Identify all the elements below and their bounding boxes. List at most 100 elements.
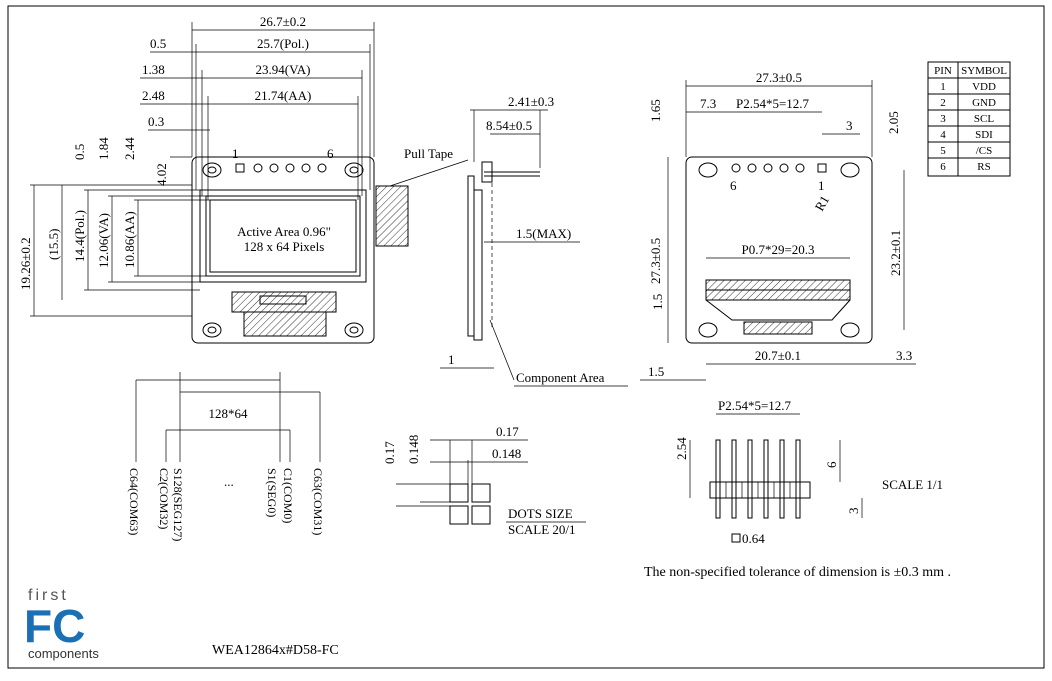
table-cell: 3 xyxy=(940,113,946,125)
header-dim-2-54: 2.54 xyxy=(674,437,689,460)
dim-26-7: 26.7±0.2 xyxy=(260,14,306,29)
table-cell: GND xyxy=(972,97,996,109)
pin-hole xyxy=(253,163,263,173)
radius-label: R1 xyxy=(812,193,833,214)
dim-8-54: 8.54±0.5 xyxy=(486,118,532,133)
pin-table: PIN SYMBOL 1 VDD 2 GND 3 SCL 4 SDI 5 /CS… xyxy=(927,61,1011,177)
header-pitch: P2.54*5=12.7 xyxy=(718,398,792,413)
active-area-pixels: 128 x 64 Pixels xyxy=(244,239,325,254)
visible-area-outline xyxy=(205,195,361,277)
back-dim-27-3-vertical: 27.3±0.5 xyxy=(648,238,663,284)
back-dim-23-2: 23.2±0.1 xyxy=(888,230,903,276)
mounting-hole xyxy=(698,162,718,178)
pixel-map-title: 128*64 xyxy=(209,406,249,421)
table-cell: /CS xyxy=(976,145,993,157)
pin-square xyxy=(235,163,245,173)
back-pin1-label: 1 xyxy=(818,178,825,193)
polarizer-outline xyxy=(199,189,367,283)
dim-1-84: 1.84 xyxy=(96,137,111,160)
table-cell: SCL xyxy=(974,113,994,125)
table-cell: 6 xyxy=(940,161,946,173)
mounting-hole xyxy=(202,162,222,178)
mounting-hole xyxy=(202,322,222,338)
pin-hole xyxy=(301,163,311,173)
back-dim-20-7: 20.7±0.1 xyxy=(755,348,801,363)
pin6-label: 6 xyxy=(327,146,334,161)
side-view: 2.41±0.3 8.54±0.5 1.5(MAX) 1 Pull Tape C… xyxy=(389,94,628,387)
back-dim-1-5-bottom: 1.5 xyxy=(648,364,664,379)
pixel-label: C2(COM32) xyxy=(157,468,171,529)
dim-2-41: 2.41±0.3 xyxy=(508,94,554,109)
dim-21-74: 21.74(AA) xyxy=(255,88,312,103)
drawing-border xyxy=(7,5,1045,669)
logo-fc-text: FC xyxy=(24,600,85,652)
table-cell: 4 xyxy=(940,129,946,141)
dim-1-38: 1.38 xyxy=(142,62,165,77)
back-dim-1-65: 1.65 xyxy=(648,99,663,122)
table-cell: SDI xyxy=(975,129,993,141)
back-pin6-label: 6 xyxy=(730,178,737,193)
dim-19-26: 19.26±0.2 xyxy=(18,237,33,290)
back-dim-2-05: 2.05 xyxy=(886,111,901,134)
pin-hole xyxy=(269,163,279,173)
logo-components-text: components xyxy=(28,646,99,661)
pin-hole xyxy=(317,163,327,173)
module-outline xyxy=(191,156,375,344)
back-p07: P0.7*29=20.3 xyxy=(741,242,814,257)
back-pitch: P2.54*5=12.7 xyxy=(736,96,810,111)
logo-first-text: first xyxy=(28,587,69,604)
dim-0-3: 0.3 xyxy=(148,114,164,129)
mounting-hole xyxy=(698,322,718,338)
back-dim-1-5: 1.5 xyxy=(650,294,665,310)
pin-header-body xyxy=(709,481,811,499)
active-area-outline xyxy=(209,199,357,273)
back-view: 6 1 R1 27.3±0.5 7.3 P2.54*5=12.7 3 2.05 … xyxy=(640,70,916,381)
back-outline xyxy=(685,156,873,344)
table-header-pin: PIN xyxy=(934,65,952,77)
dim-15-5: (15.5) xyxy=(46,229,61,260)
dim-12-06: 12.06(VA) xyxy=(96,213,111,268)
dim-1: 1 xyxy=(448,352,455,367)
mounting-hole xyxy=(840,162,860,178)
header-dim-0-64: 0.64 xyxy=(742,531,765,546)
dim-23-94: 23.94(VA) xyxy=(255,62,310,77)
dots-size-title: DOTS SIZE xyxy=(508,506,573,521)
pixel-map: 128*64 C64(COM63) C2(COM32) S128(SEG127)… xyxy=(127,372,325,541)
table-cell: 1 xyxy=(940,81,946,93)
mounting-hole xyxy=(840,322,860,338)
tolerance-note: The non-specified tolerance of dimension… xyxy=(644,565,951,580)
fpc-contacts xyxy=(705,279,851,301)
pin1-label: 1 xyxy=(232,146,239,161)
pixel-label: C64(COM63) xyxy=(127,468,141,535)
ellipsis: ... xyxy=(224,474,234,489)
header-dim-3: 3 xyxy=(846,508,861,515)
pixel-label: C63(COM31) xyxy=(311,468,325,535)
back-dim-3-3: 3.3 xyxy=(896,348,912,363)
pixel-label: C1(COM0) xyxy=(281,468,295,523)
part-number: WEA12864x#D58-FC xyxy=(212,643,339,658)
dot-dim-0-17: 0.17 xyxy=(496,424,519,439)
dim-2-48: 2.48 xyxy=(142,88,165,103)
dim-1-5-max: 1.5(MAX) xyxy=(516,226,571,241)
dots-scale: SCALE 20/1 xyxy=(508,522,576,537)
pull-tape xyxy=(375,185,409,247)
header-pins: P2.54*5=12.7 2.54 6 3 0.64 SCALE 1/1 xyxy=(674,398,943,546)
front-view: 1 6 Active Area 0.96" 128 x 64 Pixels 26… xyxy=(18,14,409,344)
back-dim-3: 3 xyxy=(846,118,853,133)
flex-tail xyxy=(243,311,327,337)
company-logo: first FC components xyxy=(24,587,99,661)
fpc-stiffener xyxy=(743,321,813,335)
dim-0-5: 0.5 xyxy=(150,36,166,51)
mounting-hole xyxy=(344,322,364,338)
dot-dim-0-17-vertical: 0.17 xyxy=(382,441,397,464)
flex-cable xyxy=(231,291,337,313)
dim-10-86: 10.86(AA) xyxy=(122,211,137,268)
pixel-label: S1(SEG0) xyxy=(265,468,279,517)
pull-tape-label: Pull Tape xyxy=(404,146,453,161)
pin-header-side xyxy=(481,161,493,183)
header-dim-6: 6 xyxy=(824,461,839,468)
pin-hole xyxy=(285,163,295,173)
table-header-symbol: SYMBOL xyxy=(961,65,1007,77)
